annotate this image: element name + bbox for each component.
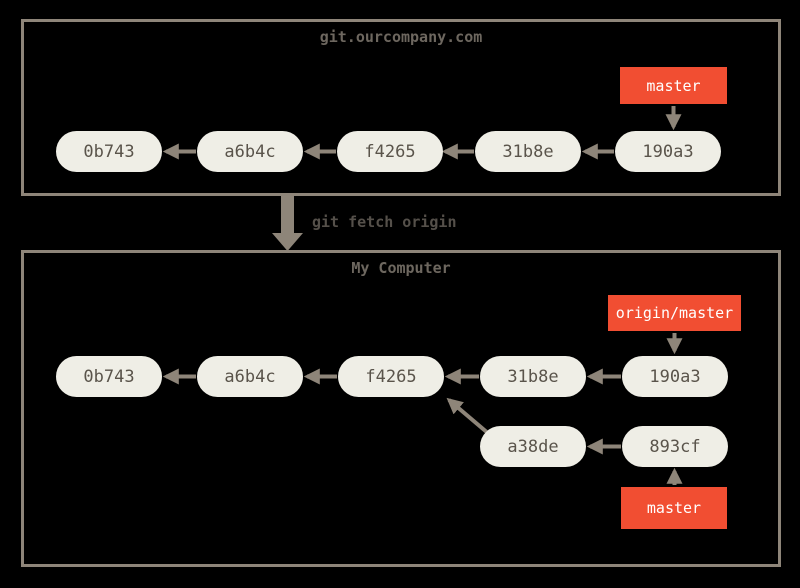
server-commit-31b8e: 31b8e (475, 131, 581, 172)
server-commit-190a3: 190a3 (615, 131, 721, 172)
computer-commit-0b743: 0b743 (56, 356, 162, 397)
computer-box: My Computer (21, 250, 781, 567)
computer-commit-190a3: 190a3 (622, 356, 728, 397)
fetch-command-text: git fetch origin (312, 213, 457, 231)
computer-commit-893cf: 893cf (622, 426, 728, 467)
server-box-title: git.ourcompany.com (319, 28, 483, 46)
computer-commit-a38de: a38de (480, 426, 586, 467)
server-commit-a6b4c: a6b4c (197, 131, 303, 172)
computer-box-title: My Computer (351, 259, 451, 277)
computer-commit-31b8e: 31b8e (480, 356, 586, 397)
computer-commit-f4265: f4265 (338, 356, 444, 397)
fetch-transfer-arrow (272, 196, 303, 251)
server-commit-f4265: f4265 (337, 131, 443, 172)
server-master-branch-label: master (620, 67, 727, 104)
computer-commit-a6b4c: a6b4c (197, 356, 303, 397)
computer-master-branch-label: master (621, 487, 727, 529)
computer-origin-master-label: origin/master (608, 295, 741, 331)
server-commit-0b743: 0b743 (56, 131, 162, 172)
server-box: git.ourcompany.com (21, 19, 781, 196)
